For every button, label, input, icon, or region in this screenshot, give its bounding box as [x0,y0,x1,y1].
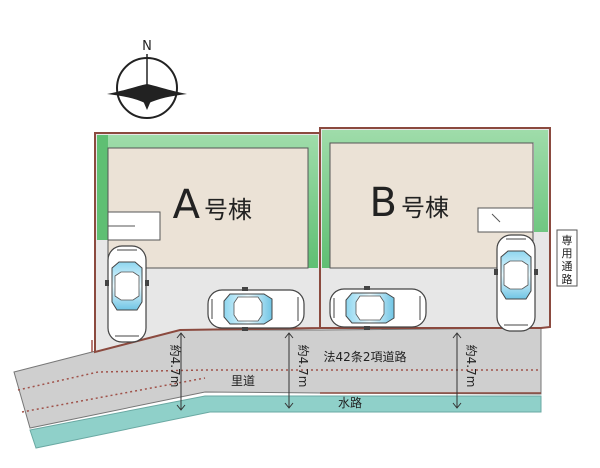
svg-text:約4.7m: 約4.7m [296,345,311,388]
building-a [107,147,309,269]
lot-b-suffix: 号棟 [401,194,449,222]
side-road-label: 里道 [231,374,255,388]
private-road-label: 専用通路 [556,229,578,287]
waterway-label: 水路 [338,395,362,410]
dimension-label-right: 約4.7m [464,345,479,388]
north-compass-icon: N [107,39,187,119]
dimension-lines [176,332,462,411]
lot-b-letter: B [370,180,397,226]
road-area [13,327,542,449]
cars-layer [105,234,538,343]
svg-text:約4.7m: 約4.7m [464,345,479,388]
compass-n-label: N [142,39,152,54]
car-icon [494,234,538,332]
svg-text:専用通路: 専用通路 [562,234,573,286]
car-icon [329,286,427,330]
main-road-label: 法42条2項道路 [324,349,407,364]
svg-text:約4.7m: 約4.7m [168,345,183,388]
dimension-label-middle: 約4.7m [296,345,311,388]
car-icon [105,245,149,343]
lot-a-letter: A [173,182,201,228]
car-icon [207,287,305,331]
lot-a-suffix: 号棟 [204,196,252,224]
dimension-label-left: 約4.7m [168,345,183,388]
